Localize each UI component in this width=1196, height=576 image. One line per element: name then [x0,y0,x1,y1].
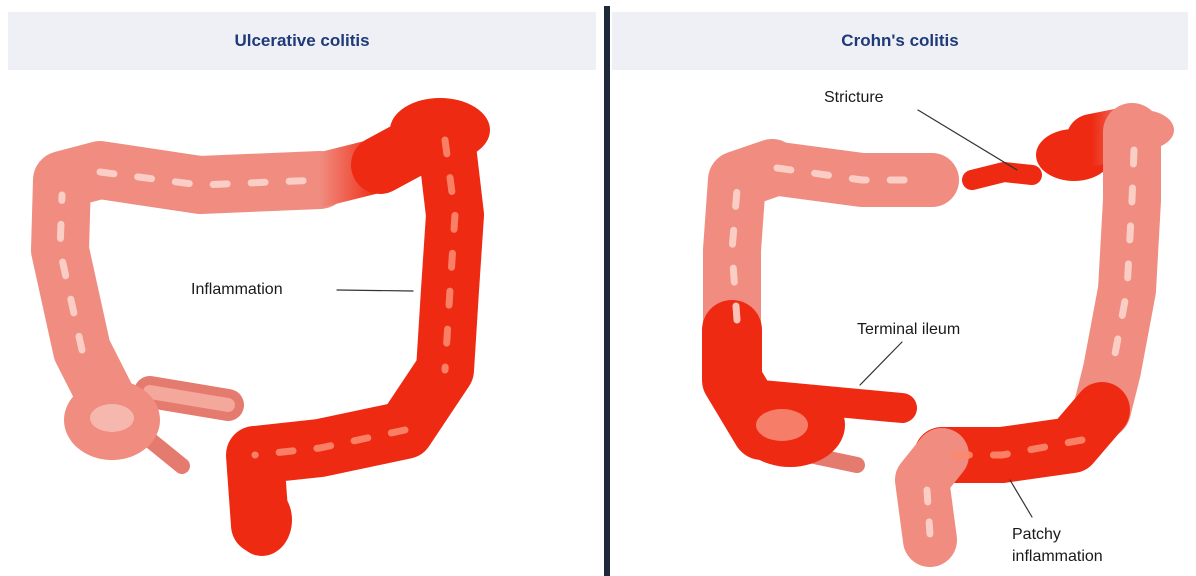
terminal-ileum-label: Terminal ileum [857,321,960,339]
crohns-colitis-panel: Crohn's colitis [612,0,1196,576]
patchy-inflammation-label: Patchy inflammation [1012,524,1103,568]
inflammation-label: Inflammation [191,281,283,299]
ulcerative-colitis-panel: Ulcerative colitis [0,0,604,576]
patchy-inflammation-leader-line [1010,480,1032,517]
inflammation-leader-line [337,290,413,291]
terminal-ileum-leader-line [860,342,902,385]
panel-divider [604,6,610,576]
ulcerative-colitis-illustration [0,0,604,576]
appendix-shape [150,440,182,466]
stricture-label: Stricture [824,89,884,107]
stricture-segment [972,172,1032,180]
crohns-colitis-illustration [612,0,1196,576]
